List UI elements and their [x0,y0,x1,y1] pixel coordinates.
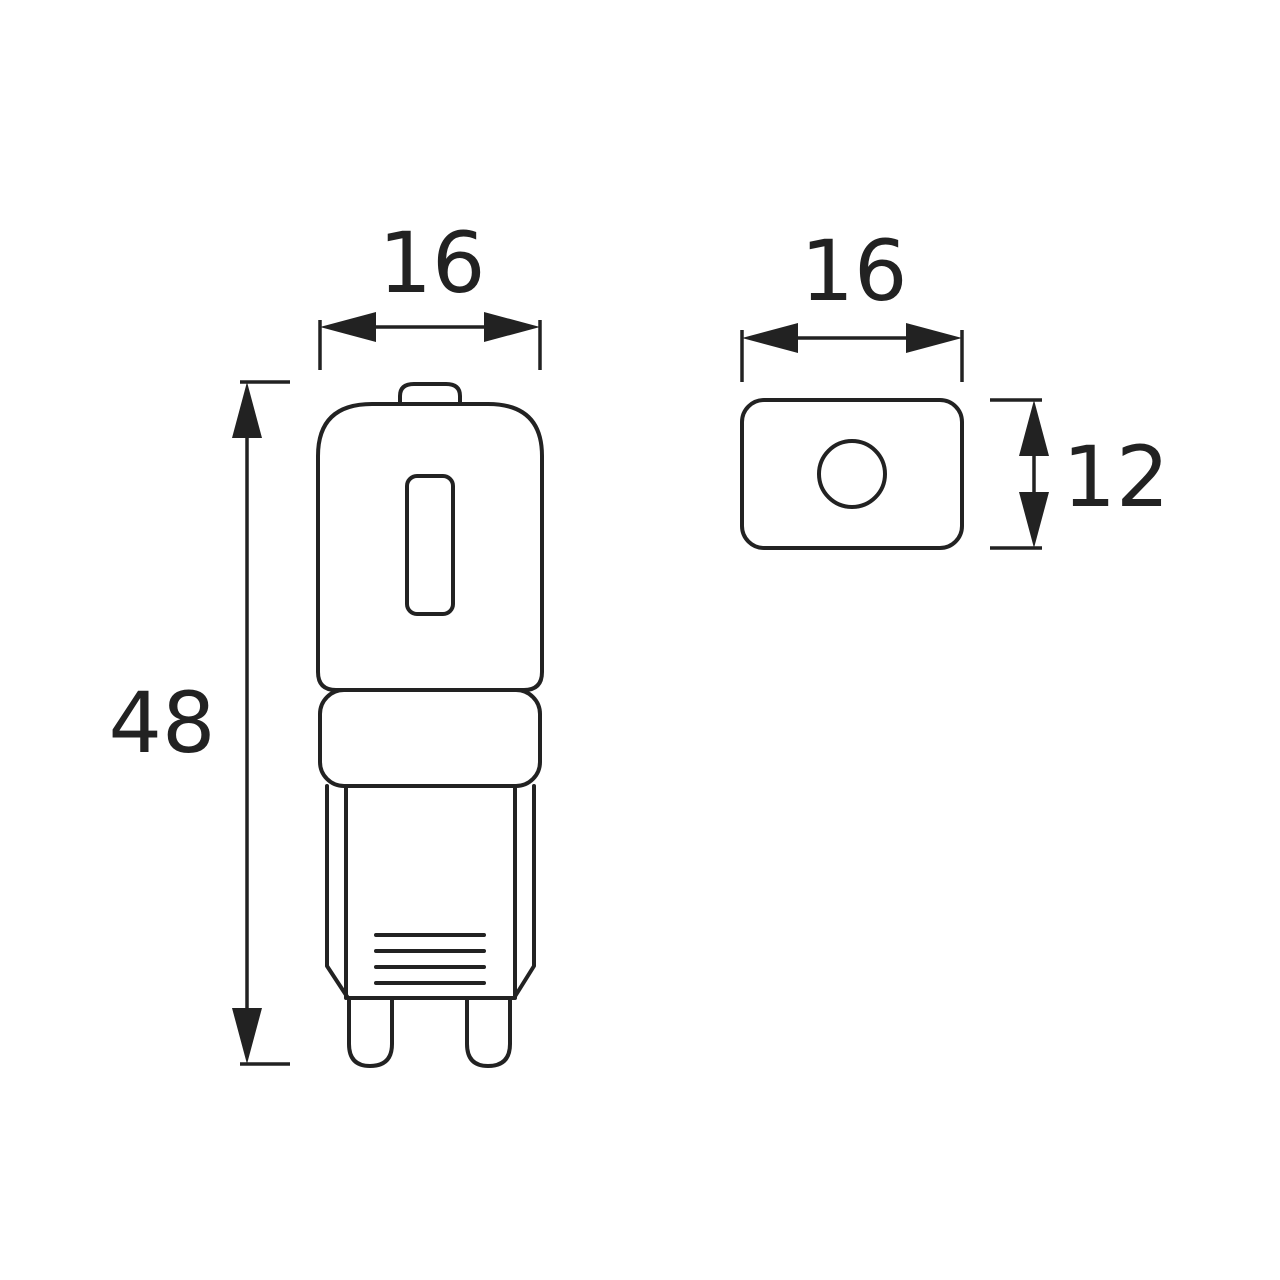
top-depth-arrow-top [1019,400,1049,456]
top-view-outline [740,398,964,550]
side-width-dimension: 16 [318,214,542,370]
bulb-grip-lines [374,933,486,985]
side-height-arrow-bottom [232,1008,262,1064]
top-depth-label: 12 [1063,428,1170,526]
side-width-arrow-left [320,312,376,342]
bulb-collar [318,688,542,788]
side-height-dimension: 48 [109,380,290,1066]
side-width-label: 16 [379,214,486,312]
top-width-label: 16 [801,222,908,320]
top-width-arrow-left [742,323,798,353]
top-depth-dimension: 12 [990,398,1170,550]
bulb-base-body [325,784,536,1000]
bulb-side-view [316,382,544,1068]
side-height-label: 48 [109,674,216,772]
bulb-top-view [740,398,964,550]
bulb-glass-capsule [316,402,544,692]
side-height-arrow-top [232,382,262,438]
side-width-arrow-right [484,312,540,342]
top-view-nub-circle [817,439,887,509]
top-depth-arrow-bottom [1019,492,1049,548]
bulb-filament-slot [405,474,455,616]
bulb-pin-left [347,996,394,1068]
top-width-dimension: 16 [740,222,964,382]
bulb-pin-right [465,996,512,1068]
bulb-top-nub [398,382,462,406]
top-width-arrow-right [906,323,962,353]
